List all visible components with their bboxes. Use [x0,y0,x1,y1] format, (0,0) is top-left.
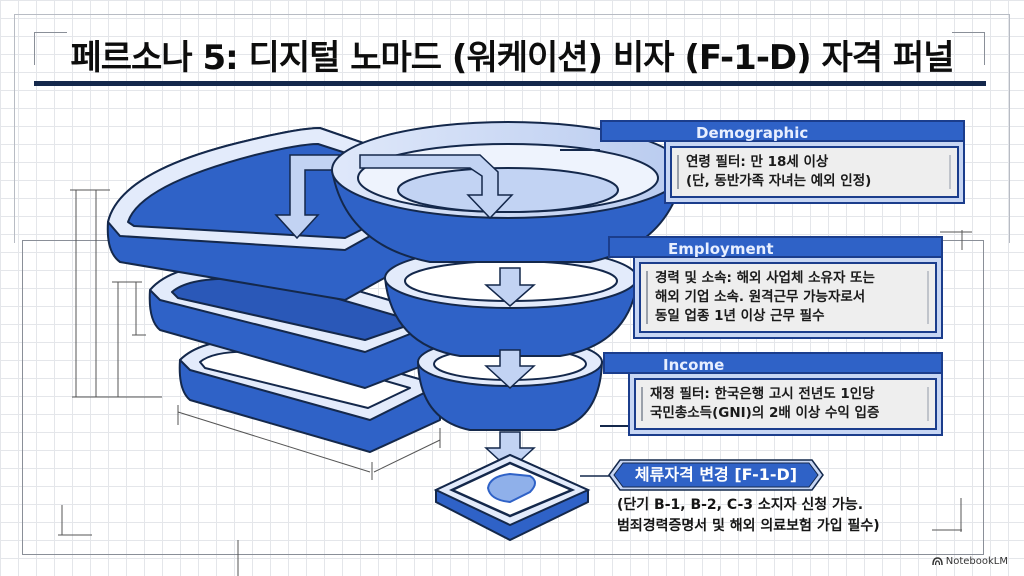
stage-line: 해외 기업 소속. 원격근무 가능자로서 [655,289,866,305]
stage-line: 연령 필터: 만 18세 이상 [686,154,829,170]
result-note: (단기 B-1, B-2, C-3 소지자 신청 가능. 범죄경력증명서 및 해… [617,495,880,537]
stage-line: 국민총소득(GNI)의 2배 이상 수익 입증 [650,405,880,421]
stage-panel-income: Income 재정 필터: 한국은행 고시 전년도 1인당 국민총소득(GNI)… [603,352,943,436]
stage-text: 연령 필터: 만 18세 이상 (단, 동반가족 자녀는 예외 인정) [670,146,959,198]
stage-body: 연령 필터: 만 18세 이상 (단, 동반가족 자녀는 예외 인정) [664,142,965,204]
result-note-line: (단기 B-1, B-2, C-3 소지자 신청 가능. [617,497,864,513]
stage-panel-employment: Employment 경력 및 소속: 해외 사업체 소유자 또는 해외 기업 … [608,236,943,339]
stage-text: 재정 필터: 한국은행 고시 전년도 1인당 국민총소득(GNI)의 2배 이상… [634,378,937,430]
stage-header: Demographic [600,120,965,142]
stage-text: 경력 및 소속: 해외 사업체 소유자 또는 해외 기업 소속. 원격근무 가능… [639,262,937,333]
brand-watermark: NotebookLM [932,556,1008,567]
title-underline [34,81,986,86]
page-title: 페르소나 5: 디지털 노마드 (워케이션) 비자 (F-1-D) 자격 퍼널 [70,38,955,78]
corner-mark-top-right [952,32,985,65]
stage-body: 경력 및 소속: 해외 사업체 소유자 또는 해외 기업 소속. 원격근무 가능… [633,258,943,339]
stage-line: (단, 동반가족 자녀는 예외 인정) [686,173,872,189]
result-badge-label: 체류자격 변경 [F-1-D] [634,465,798,484]
outer-frame [14,14,1010,243]
brand-label: NotebookLM [945,556,1008,567]
stage-body: 재정 필터: 한국은행 고시 전년도 1인당 국민총소득(GNI)의 2배 이상… [628,374,943,436]
stage-line: 재정 필터: 한국은행 고시 전년도 1인당 [650,386,875,402]
result-badge: 체류자격 변경 [F-1-D] [608,459,824,491]
result-note-line: 범죄경력증명서 및 해외 의료보험 가입 필수) [617,518,880,534]
visa-chip-icon [433,453,591,542]
corner-mark-top-left [34,32,67,65]
stage-panel-demographic: Demographic 연령 필터: 만 18세 이상 (단, 동반가족 자녀는… [600,120,965,204]
stage-line: 동일 업종 1년 이상 근무 필수 [655,308,825,324]
stage-header: Income [603,352,943,374]
stage-header: Employment [608,236,943,258]
stage-line: 경력 및 소속: 해외 사업체 소유자 또는 [655,270,875,286]
notebooklm-logo-icon [932,557,943,566]
dimension-lines [70,189,441,576]
hexagon-badge-icon [608,459,824,491]
